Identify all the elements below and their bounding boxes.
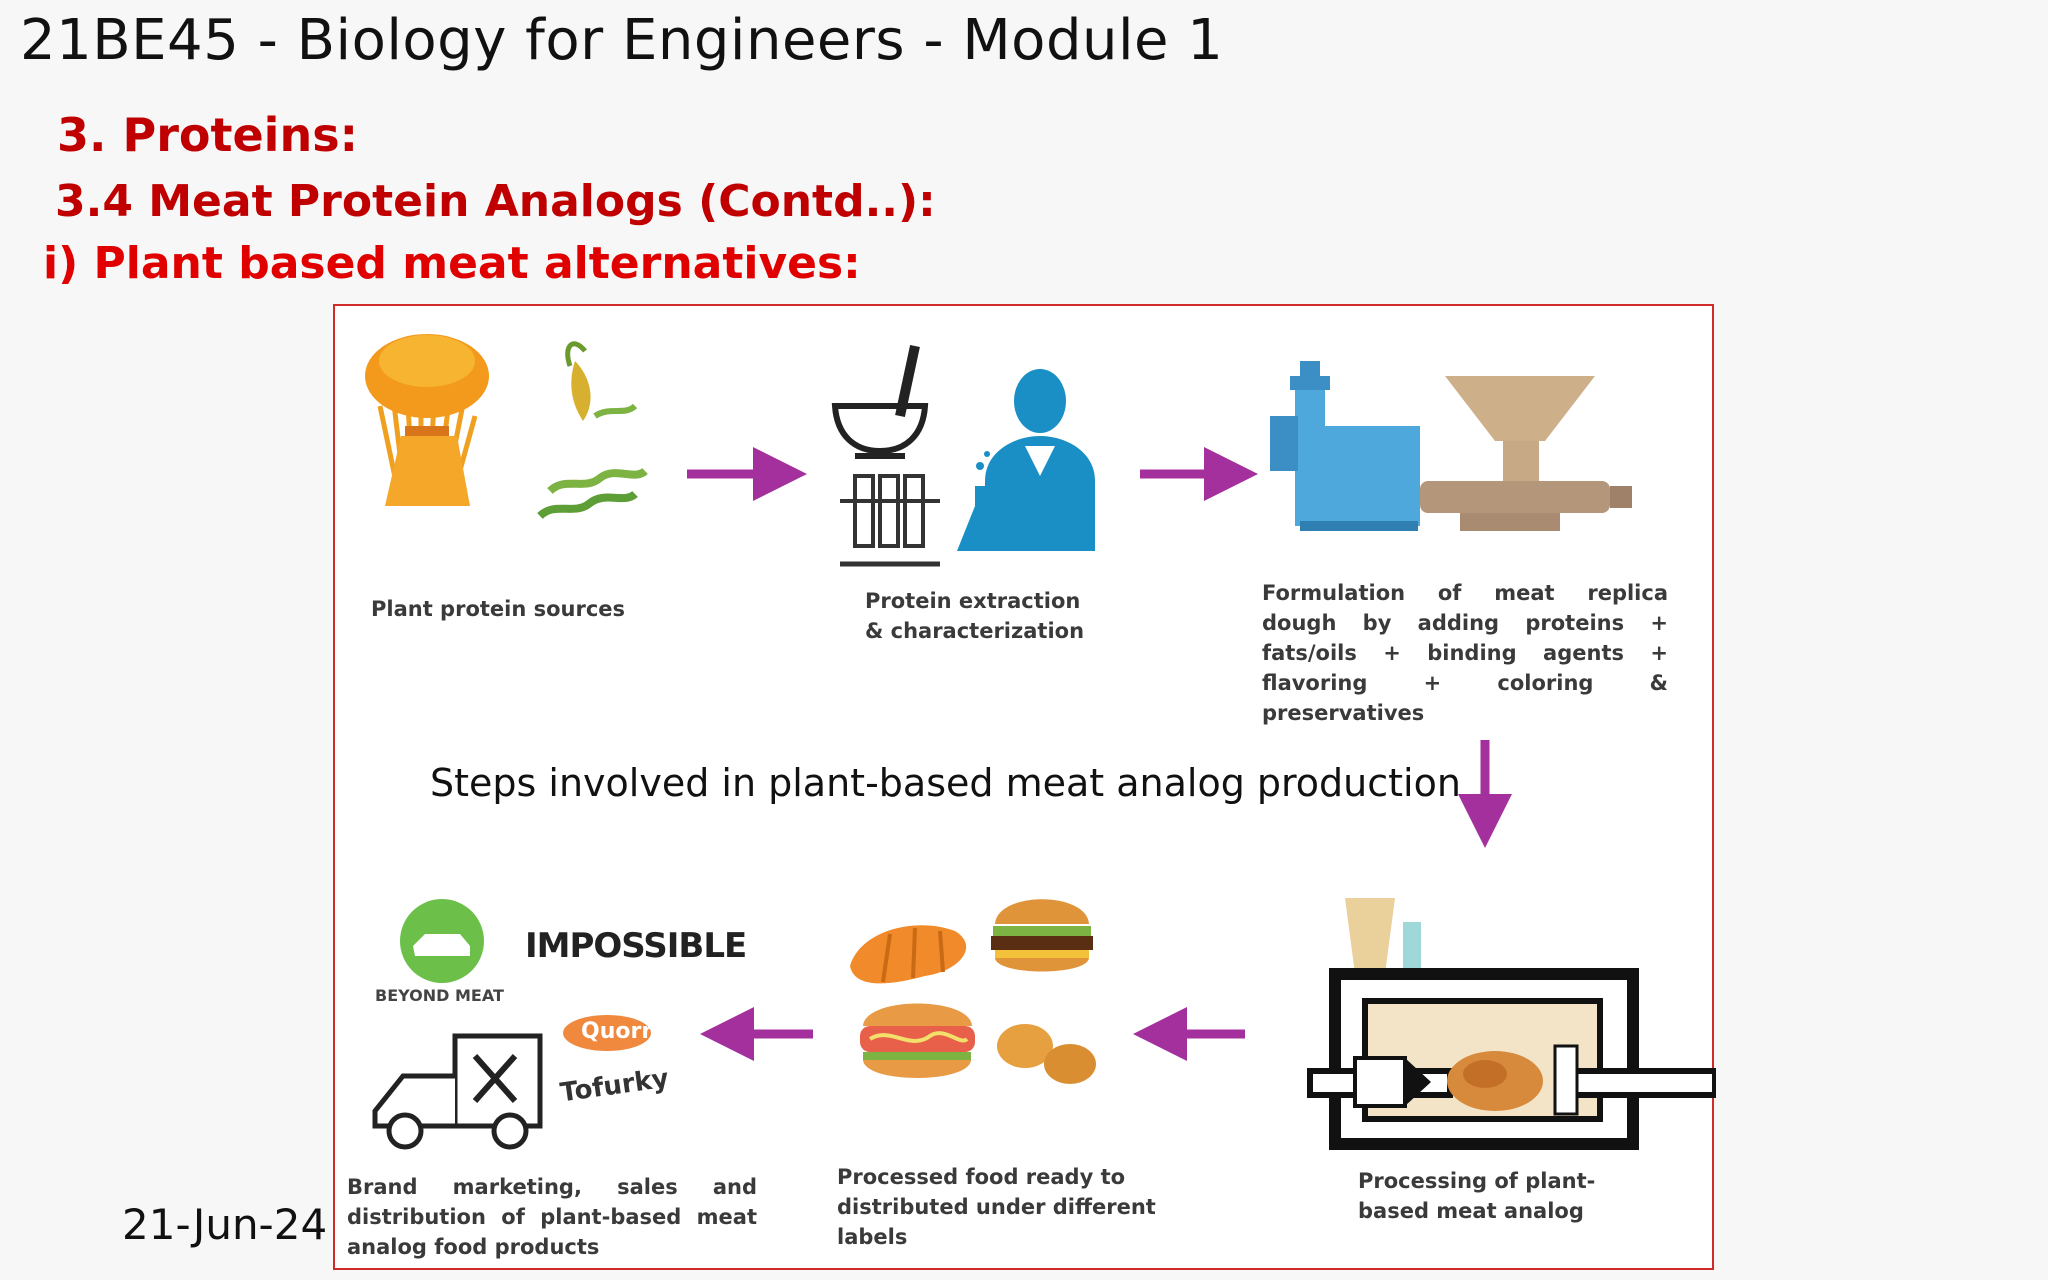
section-heading: 3. Proteins: — [57, 108, 358, 162]
subsection-heading: 3.4 Meat Protein Analogs (Contd..): — [55, 176, 936, 227]
processing-chamber-icon — [1307, 898, 1716, 1150]
slide-title: 21BE45 - Biology for Engineers - Module … — [20, 8, 1224, 73]
delivery-truck-icon — [372, 899, 651, 1150]
food-products-icon — [850, 899, 1096, 1084]
step-4-label: Processing of plant-based meat analog — [1358, 1169, 1596, 1223]
brand-impossible: IMPOSSIBLE — [525, 926, 747, 966]
step-2-label: Protein extraction & characterization — [865, 589, 1085, 643]
step-5-label: Processed food ready to distributed unde… — [837, 1165, 1156, 1249]
topic-heading: i) Plant based meat alternatives: — [43, 238, 861, 289]
extruder-machine-icon — [1270, 361, 1632, 531]
process-figure: Plant protein sources Protein extraction… — [333, 304, 1716, 1270]
step-3-label: Formulation of meat replica dough by add… — [1262, 581, 1668, 725]
grain-bundle-soy-icon — [365, 334, 648, 520]
figure-caption: Steps involved in plant-based meat analo… — [430, 761, 1461, 805]
brand-beyond-meat: BEYOND MEAT — [375, 986, 504, 1005]
lab-scientist-icon — [831, 344, 1095, 567]
step-6-label: Brand marketing, sales and distribution … — [347, 1175, 757, 1259]
brand-quorn: Quorn — [581, 1019, 657, 1044]
figure-artwork — [365, 334, 1716, 1150]
slide-date: 21-Jun-24 — [122, 1200, 328, 1249]
step-1-label: Plant protein sources — [371, 597, 626, 621]
